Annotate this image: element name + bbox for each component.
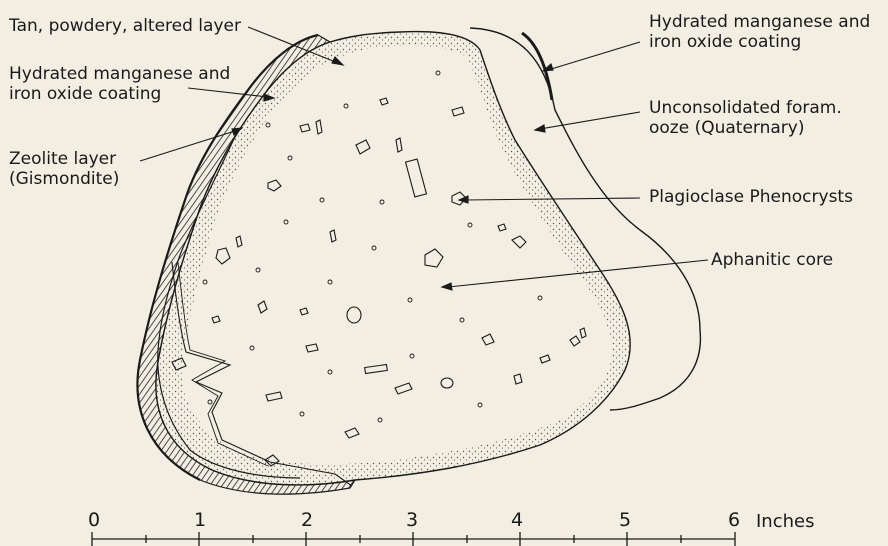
scale-tick-2: 2 — [301, 509, 313, 531]
label-altered-layer: Tan, powdery, altered layer — [9, 16, 241, 36]
label-zeolite-layer: Zeolite layer (Gismondite) — [9, 149, 119, 189]
label-foram-ooze: Unconsolidated foram. ooze (Quaternary) — [649, 98, 842, 138]
scale-bar — [92, 532, 735, 546]
label-mn-coating-right-line-2: iron oxide coating — [649, 32, 870, 52]
label-mn-coating-right: Hydrated manganese and iron oxide coatin… — [649, 12, 870, 52]
label-mn-coating-left-line-1: Hydrated manganese and — [9, 64, 230, 84]
label-aphanitic-core: Aphanitic core — [711, 250, 833, 270]
scale-tick-0: 0 — [88, 509, 100, 531]
label-mn-coating-right-line-1: Hydrated manganese and — [649, 12, 870, 32]
scale-tick-6: 6 — [728, 509, 740, 531]
label-mn-coating-left-line-2: iron oxide coating — [9, 84, 230, 104]
label-ooze-line-2: ooze (Quaternary) — [649, 118, 842, 138]
scale-tick-4: 4 — [511, 509, 523, 531]
label-mn-coating-left: Hydrated manganese and iron oxide coatin… — [9, 64, 230, 104]
scale-tick-3: 3 — [406, 509, 418, 531]
label-zeolite-line-2: (Gismondite) — [9, 169, 119, 189]
label-zeolite-line-1: Zeolite layer — [9, 149, 119, 169]
label-plagioclase-phenocrysts: Plagioclase Phenocrysts — [649, 187, 853, 207]
label-ooze-line-1: Unconsolidated foram. — [649, 98, 842, 118]
scale-tick-1: 1 — [194, 509, 206, 531]
scale-tick-5: 5 — [619, 509, 631, 531]
scale-unit-label: Inches — [756, 512, 814, 532]
